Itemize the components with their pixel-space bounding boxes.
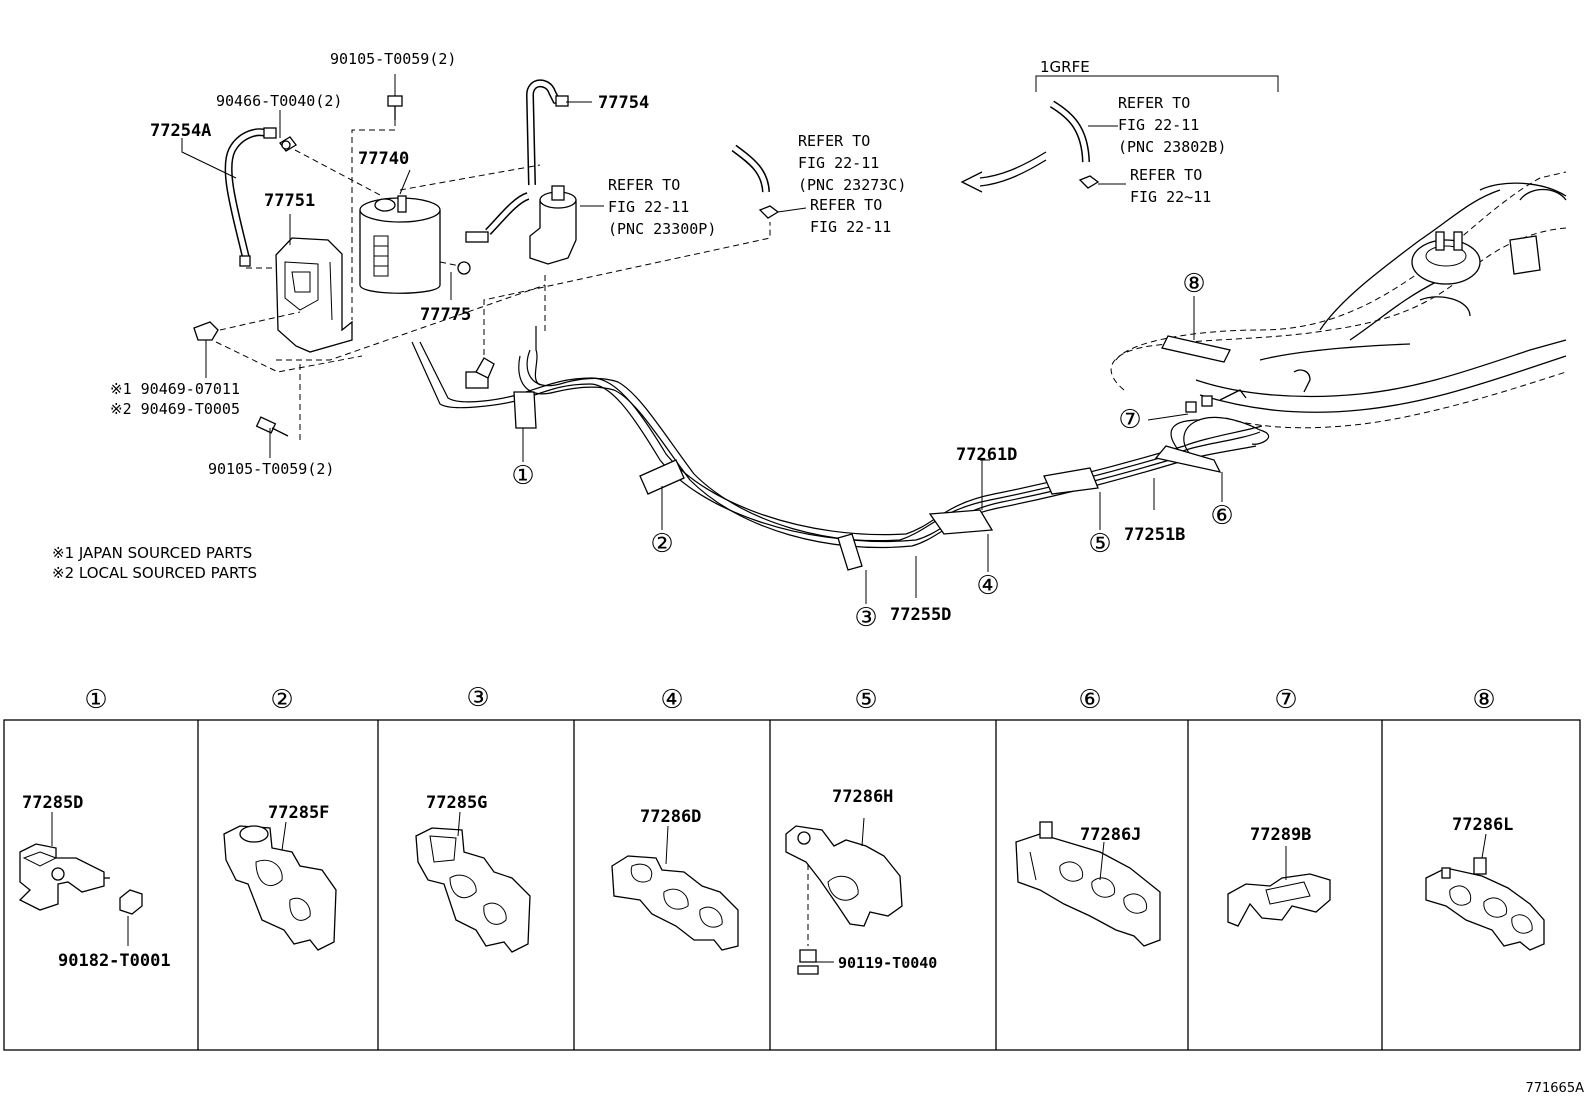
refer-5-line-1: REFER TO <box>1130 166 1202 184</box>
refer-1-line-2: FIG 22-11 <box>608 198 689 216</box>
clamp-77285d <box>18 812 143 946</box>
panel-8-number: ⑧ <box>1472 685 1495 715</box>
panel-2-part-1: 77285F <box>268 803 329 823</box>
refer-note-1: REFER TO FIG 22-11 (PNC 23300P) <box>608 176 716 238</box>
note-japan: ※1 JAPAN SOURCED PARTS <box>52 544 252 562</box>
dashed-guides <box>215 120 771 440</box>
label-bolt-bottom: 90105-T0059(2) <box>208 460 334 478</box>
panel-1-part-1: 77285D <box>22 793 83 813</box>
callout-8-text: ⑧ <box>1182 269 1205 299</box>
callout-4-text: ④ <box>976 571 999 601</box>
engine-bracket <box>1035 75 1279 92</box>
label-canister: 77740 <box>358 149 409 169</box>
callout-2: ② <box>650 529 673 559</box>
label-vsv-hose: 77775 <box>420 305 471 325</box>
label-clamp: 90466-T0040(2) <box>216 92 342 110</box>
label-pipe-77255d: 77255D <box>890 605 951 625</box>
panel-6-number: ⑥ <box>1078 685 1101 715</box>
refer-note-2: REFER TO FIG 22-11 (PNC 23273C) <box>798 132 906 194</box>
label-pipe-77261d: 77261D <box>956 445 1017 465</box>
refer-note-4: REFER TO FIG 22-11 (PNC 23802B) <box>1118 94 1226 156</box>
refer-3-line-1: REFER TO <box>810 196 882 214</box>
bolt-top <box>387 95 403 120</box>
refer-2-line-3: (PNC 23273C) <box>798 176 906 194</box>
canister-77740 <box>359 195 441 294</box>
clamp-77286l <box>1425 833 1545 951</box>
callout-5: ⑤ <box>1088 529 1111 559</box>
label-pipe-77251b: 77251B <box>1124 525 1185 545</box>
callout-8: ⑧ <box>1182 269 1205 299</box>
callout-6-text: ⑥ <box>1210 501 1233 531</box>
panel-8-part-1: 77286L <box>1452 815 1513 835</box>
callout-2-text: ② <box>650 529 673 559</box>
clamp-77285g <box>415 811 531 953</box>
clamp-77286d <box>611 825 739 951</box>
refer-fragments <box>731 100 1100 219</box>
refer-arrow <box>960 151 1047 193</box>
vsv-assembly <box>457 79 577 275</box>
panel-7-part-1: 77289B <box>1250 825 1311 845</box>
clip-90469 <box>193 321 219 341</box>
panel-3-number: ③ <box>466 683 489 713</box>
callout-1: ① <box>511 461 534 491</box>
refer-5-line-2: FIG 22~11 <box>1130 188 1211 206</box>
callout-7-text: ⑦ <box>1118 405 1141 435</box>
diagram-id: 771665A <box>1525 1081 1584 1096</box>
refer-4-line-1: REFER TO <box>1118 94 1190 112</box>
callout-6: ⑥ <box>1210 501 1233 531</box>
panel-7-number: ⑦ <box>1274 685 1297 715</box>
engine-label: 1GRFE <box>1040 58 1090 76</box>
leader-lines <box>181 74 1223 604</box>
refer-4-line-3: (PNC 23802B) <box>1118 138 1226 156</box>
panel-1-number: ① <box>84 685 107 715</box>
bolt-bottom <box>255 416 289 437</box>
label-bolt-top: 90105-T0059(2) <box>330 50 456 68</box>
refer-2-line-2: FIG 22-11 <box>798 154 879 172</box>
label-hose: 77254A <box>150 121 211 141</box>
fuel-tank <box>1110 171 1567 429</box>
label-clip-local: ※2 90469-T0005 <box>110 400 240 418</box>
refer-note-5: REFER TO FIG 22~11 <box>1130 166 1211 206</box>
label-bracket: 77751 <box>264 191 315 211</box>
bracket-77751 <box>275 237 353 353</box>
panel-1-part-2: 90182-T0001 <box>58 951 171 971</box>
panel-6-part-1: 77286J <box>1080 825 1141 845</box>
callout-3-text: ③ <box>854 603 877 633</box>
refer-note-3: REFER TO FIG 22-11 <box>810 196 891 236</box>
hose-77254a <box>224 127 277 267</box>
panel-5-part-2: 90119-T0040 <box>838 954 937 972</box>
clamp-77286j <box>1015 821 1161 947</box>
refer-2-line-1: REFER TO <box>798 132 870 150</box>
panel-4-number: ④ <box>660 685 683 715</box>
callout-1-text: ① <box>511 461 534 491</box>
note-local: ※2 LOCAL SOURCED PARTS <box>52 564 257 582</box>
pipe-clamps <box>513 335 1231 571</box>
callout-3: ③ <box>854 603 877 633</box>
panel-3-part-1: 77285G <box>426 793 487 813</box>
label-clip-japan: ※1 90469-07011 <box>110 380 240 398</box>
refer-3-line-2: FIG 22-11 <box>810 218 891 236</box>
refer-1-line-1: REFER TO <box>608 176 680 194</box>
refer-4-line-2: FIG 22-11 <box>1118 116 1199 134</box>
clamp-panels <box>3 719 1581 1051</box>
panel-4-part-1: 77286D <box>640 807 701 827</box>
refer-1-line-3: (PNC 23300P) <box>608 220 716 238</box>
panel-2-number: ② <box>270 685 293 715</box>
panel-5-number: ⑤ <box>854 685 877 715</box>
callout-4: ④ <box>976 571 999 601</box>
panel-5-part-1: 77286H <box>832 787 893 807</box>
clamp-77289b <box>1227 846 1331 927</box>
clamp-77286h <box>785 817 903 975</box>
clamp-77285f <box>223 821 337 951</box>
fuel-lines <box>411 326 1269 549</box>
callout-7: ⑦ <box>1118 405 1141 435</box>
clamp-part <box>279 136 297 152</box>
callout-5-text: ⑤ <box>1088 529 1111 559</box>
label-pipe-top: 77754 <box>598 93 649 113</box>
